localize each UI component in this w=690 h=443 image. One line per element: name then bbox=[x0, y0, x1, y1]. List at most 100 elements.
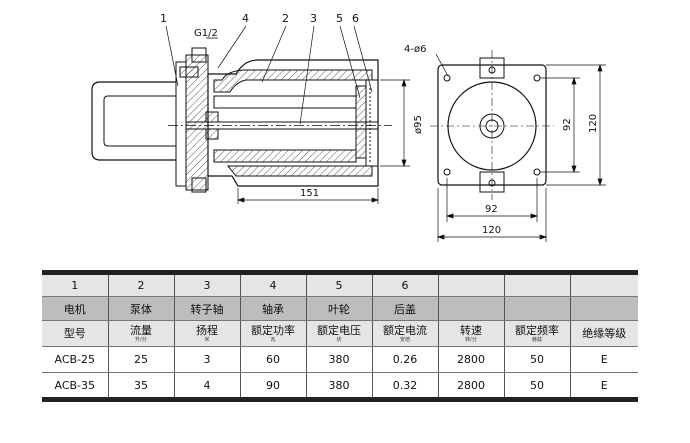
model-cell: ACB-35 bbox=[42, 372, 109, 400]
spec-header: 扬程米 bbox=[173, 320, 241, 347]
callout-leaders bbox=[165, 25, 373, 125]
model-cell: 35 bbox=[107, 372, 175, 400]
callout-3: 3 bbox=[310, 12, 317, 25]
mount-hole bbox=[443, 168, 451, 176]
dim-outer-v: 120 bbox=[588, 114, 599, 133]
part-number: 2 bbox=[107, 272, 175, 297]
spec-header: 流量升/分 bbox=[107, 320, 175, 347]
spec-header-label: 额定电流 bbox=[383, 323, 427, 337]
spec-header: 额定电流安培 bbox=[371, 320, 439, 347]
empty-cell bbox=[569, 296, 638, 321]
spec-header-unit: 升/分 bbox=[135, 336, 147, 343]
spec-header: 转速转/分 bbox=[437, 320, 505, 347]
spec-header-label: 绝缘等级 bbox=[582, 326, 627, 340]
model-row: ACB-25 25 3 60 380 0.26 2800 50 E bbox=[42, 346, 638, 373]
spec-header-label: 额定电压 bbox=[317, 323, 361, 337]
dim-inner-h: 92 bbox=[485, 204, 498, 215]
thread-label: G1/2 bbox=[194, 28, 218, 39]
vertical-dimensions bbox=[540, 63, 606, 187]
side-section-view bbox=[91, 37, 392, 193]
pump-drawing: 1 4 2 3 5 6 G1/2 151 ø95 bbox=[91, 12, 606, 242]
spec-header: 型号 bbox=[42, 320, 109, 347]
empty-cell bbox=[437, 272, 505, 297]
empty-cell bbox=[503, 296, 571, 321]
model-cell: 2800 bbox=[437, 372, 505, 400]
spec-header-unit: 赫兹 bbox=[531, 336, 542, 343]
empty-cell bbox=[437, 296, 505, 321]
spec-header-label: 流量 bbox=[130, 323, 152, 337]
bottom-tab bbox=[479, 171, 505, 193]
model-cell: 60 bbox=[239, 346, 307, 373]
model-cell: 380 bbox=[305, 372, 373, 400]
model-row: ACB-35 35 4 90 380 0.32 2800 50 E bbox=[42, 372, 638, 400]
model-cell: 0.32 bbox=[371, 372, 439, 400]
holes-label: 4-ø6 bbox=[404, 44, 426, 55]
spec-header: 绝缘等级 bbox=[569, 320, 638, 347]
part-name: 泵体 bbox=[107, 296, 175, 321]
horizontal-dimensions bbox=[436, 178, 548, 242]
model-cell: 50 bbox=[503, 346, 571, 373]
model-cell: 2800 bbox=[437, 346, 505, 373]
callout-1: 1 bbox=[160, 12, 167, 25]
model-cell: E bbox=[569, 372, 638, 400]
spec-header-unit: 转/分 bbox=[465, 336, 477, 343]
bearing bbox=[205, 111, 219, 123]
spec-header-unit: 安培 bbox=[399, 336, 410, 343]
part-number: 6 bbox=[371, 272, 439, 297]
dim-outer-h: 120 bbox=[482, 225, 501, 236]
spec-header-label: 转速 bbox=[460, 323, 482, 337]
rear-cover bbox=[365, 79, 379, 167]
callout-2: 2 bbox=[282, 12, 289, 25]
inlet-elbow bbox=[213, 69, 373, 93]
mount-hole bbox=[533, 168, 541, 176]
dim-length: 151 bbox=[300, 188, 319, 199]
callout-6: 6 bbox=[352, 12, 359, 25]
dim-inner-v: 92 bbox=[562, 118, 573, 131]
part-name: 叶轮 bbox=[305, 296, 373, 321]
part-number: 1 bbox=[42, 272, 109, 297]
spec-header-label: 额定功率 bbox=[251, 323, 295, 337]
spec-table: 1 2 3 4 5 6 电机 泵体 转子轴 轴承 叶轮 后盖 型号 流量升/分 … bbox=[42, 270, 638, 402]
dim-diameter: ø95 bbox=[413, 115, 424, 134]
spec-header: 额定功率瓦 bbox=[239, 320, 307, 347]
mount-hole bbox=[443, 74, 451, 82]
motor-handle bbox=[91, 81, 176, 161]
spec-header-unit: 米 bbox=[204, 336, 210, 343]
impeller bbox=[355, 85, 367, 159]
empty-cell bbox=[569, 272, 638, 297]
model-cell: 25 bbox=[107, 346, 175, 373]
part-name: 轴承 bbox=[239, 296, 307, 321]
part-number: 3 bbox=[173, 272, 241, 297]
model-cell: 90 bbox=[239, 372, 307, 400]
part-number: 4 bbox=[239, 272, 307, 297]
front-view bbox=[430, 50, 554, 200]
part-number-row: 1 2 3 4 5 6 bbox=[42, 272, 638, 297]
part-number: 5 bbox=[305, 272, 373, 297]
model-cell: 50 bbox=[503, 372, 571, 400]
bolt-head bbox=[179, 66, 199, 78]
spec-header-unit: 伏 bbox=[336, 336, 342, 343]
spec-header: 额定电压伏 bbox=[305, 320, 373, 347]
model-cell: E bbox=[569, 346, 638, 373]
spec-header-label: 扬程 bbox=[196, 323, 218, 337]
spec-header: 额定频率赫兹 bbox=[503, 320, 571, 347]
model-cell: 4 bbox=[173, 372, 241, 400]
spec-header-unit: 瓦 bbox=[270, 336, 276, 343]
part-name: 电机 bbox=[42, 296, 109, 321]
model-cell: 3 bbox=[173, 346, 241, 373]
part-name: 后盖 bbox=[371, 296, 439, 321]
part-name-row: 电机 泵体 转子轴 轴承 叶轮 后盖 bbox=[42, 296, 638, 321]
mount-hole bbox=[533, 74, 541, 82]
motor-flange bbox=[175, 61, 187, 187]
callout-4: 4 bbox=[242, 12, 249, 25]
model-cell: 380 bbox=[305, 346, 373, 373]
callout-5: 5 bbox=[336, 12, 343, 25]
model-cell: ACB-25 bbox=[42, 346, 109, 373]
length-dimension bbox=[236, 188, 380, 204]
empty-cell bbox=[503, 272, 571, 297]
spec-header-label: 额定频率 bbox=[515, 323, 559, 337]
callout-numbers: 1 4 2 3 5 6 bbox=[160, 12, 359, 25]
part-name: 转子轴 bbox=[173, 296, 241, 321]
model-cell: 0.26 bbox=[371, 346, 439, 373]
diameter-dimension bbox=[380, 78, 410, 168]
